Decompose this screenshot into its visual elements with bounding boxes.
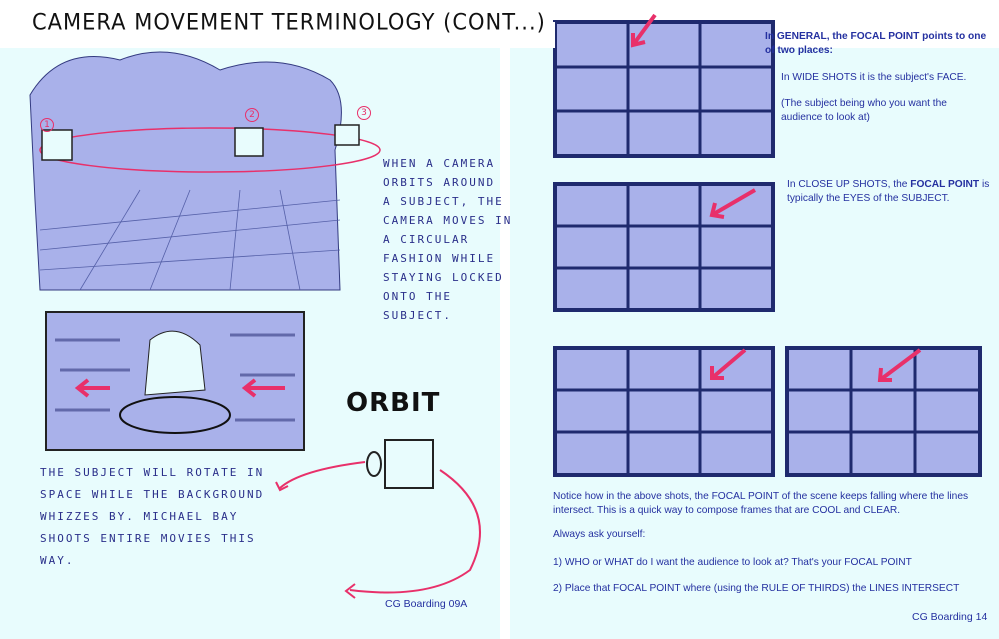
general-focal-text: In GENERAL, the FOCAL POINT points to on… bbox=[765, 30, 990, 58]
rule-of-thirds-panels bbox=[553, 20, 982, 477]
focal-arrows bbox=[631, 13, 922, 382]
camera-number: 1 bbox=[40, 118, 54, 132]
orbit-description: WHEN A CAMERA ORBITS AROUND A SUBJECT, THE… bbox=[383, 154, 512, 325]
wide-shots-text: In WIDE SHOTS it is the subject's FACE. bbox=[781, 72, 967, 83]
action-shot-panel bbox=[553, 346, 775, 477]
notice-text: Notice how in the above shots, the FOCAL… bbox=[553, 491, 969, 516]
handwritten-line: ONTO THE bbox=[383, 290, 452, 303]
left-page-number: CG Boarding 09A bbox=[385, 598, 468, 610]
closeup-focal: FOCAL POINT bbox=[910, 179, 980, 190]
camera-number: 3 bbox=[357, 106, 371, 120]
handwritten-line: SHOOTS ENTIRE MOVIES THIS bbox=[40, 532, 256, 545]
handwritten-line: WHEN A CAMERA bbox=[383, 157, 496, 170]
handwritten-line: ORBITS AROUND bbox=[383, 176, 496, 189]
handwritten-line: CAMERA MOVES IN bbox=[383, 214, 513, 227]
intro-text: In GENERAL, the bbox=[765, 31, 851, 42]
wide-shot-panel bbox=[553, 20, 775, 158]
handwritten-line: SUBJECT. bbox=[383, 309, 452, 322]
orbit-heading: ORBIT bbox=[346, 388, 441, 418]
handwritten-line: FASHION WHILE bbox=[383, 252, 496, 265]
camera-number: 2 bbox=[245, 108, 259, 122]
question-1: 1) WHO or WHAT do I want the audience to… bbox=[553, 557, 912, 568]
left-page-header-strip bbox=[0, 0, 500, 48]
face-shot-panel bbox=[785, 346, 982, 477]
handwritten-line: SPACE WHILE THE BACKGROUND bbox=[40, 488, 265, 501]
closeup-c: is typically the EYES of the SUBJECT. bbox=[787, 179, 990, 204]
page-title: CAMERA MOVEMENT TERMINOLOGY (CONT...) bbox=[32, 9, 546, 35]
intro-focal: FOCAL POINT bbox=[850, 31, 920, 42]
handwritten-line: THE SUBJECT WILL ROTATE IN bbox=[40, 466, 265, 479]
closeup-text: In CLOSE UP SHOTS, the FOCAL POINT is ty… bbox=[787, 178, 992, 206]
orbit-scene-sketch bbox=[29, 51, 381, 291]
handwritten-line: WHIZZES BY. MICHAEL BAY bbox=[40, 510, 239, 523]
question-2: 2) Place that FOCAL POINT where (using t… bbox=[553, 583, 960, 594]
ask-text: Always ask yourself: bbox=[553, 529, 646, 540]
subject-definition-text: (The subject being who you want the audi… bbox=[781, 98, 947, 123]
right-page-number: CG Boarding 14 bbox=[912, 611, 988, 623]
rotating-subject-panel bbox=[45, 311, 305, 451]
closeup-panel bbox=[553, 182, 775, 312]
handwritten-line: WAY. bbox=[40, 554, 75, 567]
handwritten-line: STAYING LOCKED bbox=[383, 271, 504, 284]
orbit-camera-diagram bbox=[275, 439, 481, 599]
thirds-grid-lines bbox=[555, 22, 980, 475]
subject-rotation-note: THE SUBJECT WILL ROTATE IN SPACE WHILE TH… bbox=[40, 462, 264, 572]
handwritten-line: A CIRCULAR bbox=[383, 233, 470, 246]
closeup-a: In CLOSE UP SHOTS, the bbox=[787, 179, 911, 190]
handwritten-line: A SUBJECT, THE bbox=[383, 195, 504, 208]
intro-rest: points to one of two places: bbox=[765, 31, 987, 56]
